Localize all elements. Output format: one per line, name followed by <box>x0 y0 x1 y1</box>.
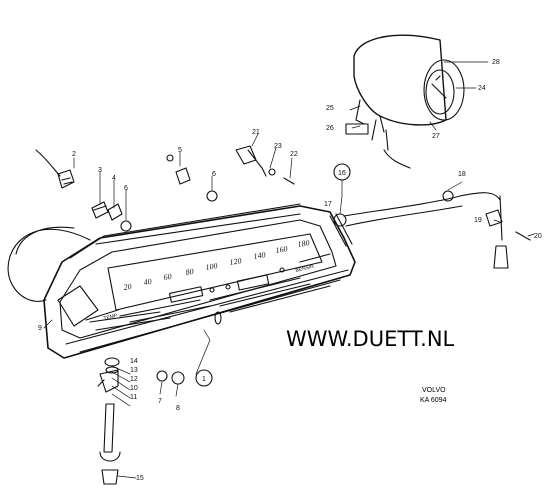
mounting-bracket <box>97 369 119 393</box>
callout-16: 16 <box>338 170 346 177</box>
callout-12: 12 <box>130 376 138 383</box>
callout-24: 24 <box>478 85 486 92</box>
callout-25: 25 <box>326 105 334 112</box>
callout-5: 5 <box>178 147 182 154</box>
gauge-pod <box>345 34 465 169</box>
sender-23 <box>235 145 267 177</box>
callout-20: 20 <box>534 233 542 240</box>
instrument-cluster-housing <box>43 203 356 359</box>
callout-23: 23 <box>274 143 282 150</box>
nut-8 <box>171 371 185 385</box>
callout-ring-16 <box>333 163 351 181</box>
callout-27: 27 <box>432 133 440 140</box>
callout-3: 3 <box>98 167 102 174</box>
washer-7 <box>156 370 168 382</box>
speedometer-cable <box>343 192 501 217</box>
callout-17: 17 <box>324 201 332 208</box>
speedo-label: 180 <box>297 238 310 249</box>
speedo-label: 120 <box>229 256 242 267</box>
screw-20 <box>515 231 531 241</box>
callout-8: 8 <box>176 405 180 412</box>
callout-18: 18 <box>458 171 466 178</box>
callout-6b: 6 <box>212 171 216 178</box>
holder-5 <box>175 167 191 185</box>
callout-21: 21 <box>252 129 260 136</box>
temp-dial-label: TEMP <box>103 313 119 322</box>
callout-1: 1 <box>202 376 206 383</box>
screw-22 <box>283 177 295 185</box>
callout-9: 9 <box>38 325 42 332</box>
clip-19 <box>485 209 503 227</box>
wiring-loop <box>7 226 91 302</box>
bulb-holder-2 <box>57 169 75 189</box>
speedo-label: 80 <box>185 267 194 277</box>
socket-3 <box>91 201 109 219</box>
callout-11: 11 <box>130 394 137 401</box>
watermark-text: WWW.DUETT.NL <box>286 327 455 351</box>
callout-ring-1 <box>195 369 213 387</box>
callout-6: 6 <box>124 185 128 192</box>
stud-15 <box>103 403 115 453</box>
speedo-label: 40 <box>143 277 152 287</box>
callout-numbers: 1 2 3 4 5 6 6 7 8 9 10 11 12 13 14 15 16… <box>38 59 542 482</box>
speedometer-scale: 20 40 60 80 100 120 140 160 180 <box>123 238 310 292</box>
speedo-label: 20 <box>123 282 132 292</box>
drawing-code: KA 6094 <box>420 397 447 404</box>
callout-4: 4 <box>112 175 116 182</box>
callout-26: 26 <box>326 125 334 132</box>
callout-28: 28 <box>492 59 500 66</box>
callout-2: 2 <box>72 151 76 158</box>
fuel-dial-label: BENSIN <box>295 264 315 274</box>
callout-19: 19 <box>474 217 482 224</box>
brand-label: VOLVO <box>422 387 446 394</box>
callout-13: 13 <box>130 367 138 374</box>
socket-4 <box>107 203 123 221</box>
speedo-label: 100 <box>205 261 218 272</box>
speedo-label: 60 <box>163 272 172 282</box>
bulb-6-right <box>206 190 218 202</box>
callout-7: 7 <box>158 398 162 405</box>
callout-15: 15 <box>136 475 144 482</box>
bulb-6-left <box>120 220 132 232</box>
speedo-label: 140 <box>253 250 266 261</box>
speedo-label: 160 <box>275 244 288 255</box>
callout-10: 10 <box>130 385 138 392</box>
callout-22: 22 <box>290 151 298 158</box>
callout-14: 14 <box>130 358 138 365</box>
